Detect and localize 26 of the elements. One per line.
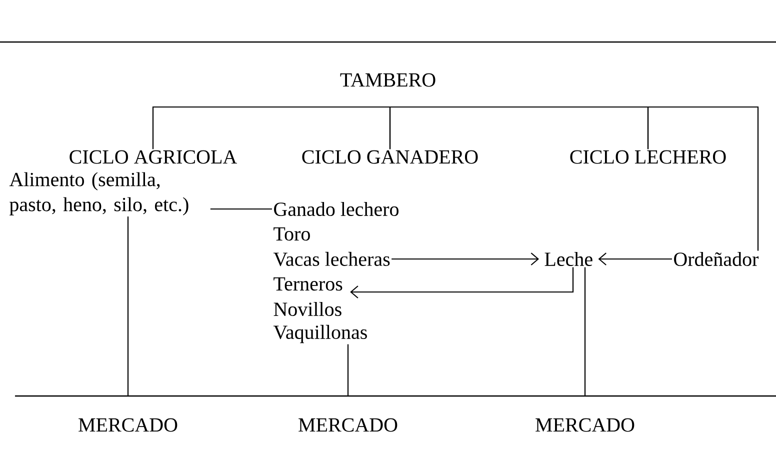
item-text: Toro	[274, 227, 310, 241]
bracket-line	[152, 106, 391, 150]
market-label: MERCADO	[78, 418, 178, 432]
item-text: Vacas lecheras	[273, 252, 390, 266]
arrow	[350, 267, 574, 298]
arrow	[598, 252, 672, 266]
item-text: Novillos	[274, 302, 342, 316]
connector-line	[347, 344, 349, 396]
title: TAMBERO	[340, 73, 436, 87]
item-text: Terneros	[274, 277, 342, 291]
item-text: Leche	[544, 252, 592, 266]
market-label: MERCADO	[536, 418, 634, 432]
feed-text: Alimento (semilla, pasto, heno, silo, etc.)	[9, 172, 188, 216]
connector-line	[584, 267, 586, 396]
cycle-heading: CICLO AGRICOLA	[70, 150, 237, 164]
cycle-heading: CICLO LECHERO	[570, 150, 726, 164]
connector-line	[127, 216, 129, 396]
item-text: Ganado lechero	[274, 202, 398, 216]
connector-line	[210, 208, 272, 210]
market-label: MERCADO	[298, 418, 398, 432]
cycle-heading: CICLO GANADERO	[302, 150, 478, 164]
arrow	[392, 252, 539, 266]
bracket-line	[647, 106, 759, 251]
item-text: Ordeñador	[674, 252, 759, 266]
item-text: Vaquillonas	[273, 324, 367, 344]
bracket-line	[389, 106, 649, 150]
